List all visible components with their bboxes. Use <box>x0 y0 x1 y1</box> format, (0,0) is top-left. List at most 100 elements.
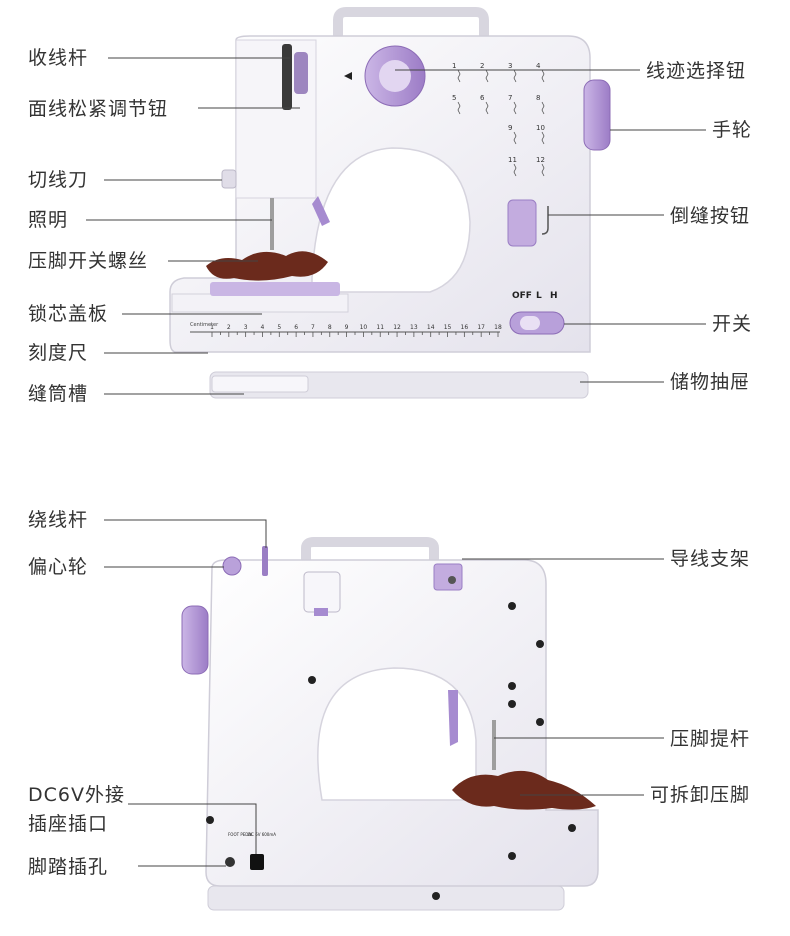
bobbin-winder-spindle[interactable] <box>262 546 268 576</box>
stitch-number: 3 <box>508 62 512 70</box>
label-tension-dial: 面线松紧调节钮 <box>28 98 169 120</box>
ruler-tick-label: 4 <box>261 324 265 331</box>
stitch-pattern-icon <box>457 69 461 83</box>
label-thread-cutter: 切线刀 <box>28 169 89 191</box>
label-bobbin-cover: 锁芯盖板 <box>28 303 109 325</box>
ruler-tick-label: 15 <box>444 324 452 331</box>
back-carry-handle <box>301 537 439 560</box>
carry-handle <box>333 7 489 40</box>
leader-lines <box>86 57 706 867</box>
bobbin-cover-accent <box>210 282 340 296</box>
label-eccentric-wheel: 偏心轮 <box>28 556 89 578</box>
reverse-icon <box>541 206 549 235</box>
stitch-pattern-icon <box>485 101 489 115</box>
ruler-tick-label: 13 <box>410 324 418 331</box>
switch-mark-l: L <box>536 291 542 301</box>
switch-mark-off: OFF <box>512 291 532 301</box>
label-power-switch: 开关 <box>712 313 753 335</box>
ruler-tick-label: 2 <box>227 324 231 331</box>
stitch-number: 4 <box>536 62 541 70</box>
dc-input-jack[interactable] <box>250 854 264 870</box>
free-arm-slot <box>211 375 309 393</box>
stitch-pattern-icon <box>541 163 545 177</box>
label-dc-input-line2: 插座插口 <box>28 813 109 835</box>
ruler-tick-label: 6 <box>294 324 298 331</box>
dial-pointer-icon <box>344 72 352 80</box>
back-needle-bar <box>492 720 496 770</box>
light <box>221 169 237 189</box>
ruler-tick-label: 8 <box>328 324 332 331</box>
ruler-tick-label: 12 <box>393 324 401 331</box>
stitch-pattern-icon <box>457 101 461 115</box>
stitch-number: 9 <box>508 124 512 132</box>
thread-guide <box>433 563 463 591</box>
foot-pedal-jack-label: FOOT PEDAL <box>228 832 254 837</box>
label-free-arm-slot: 缝筒槽 <box>28 383 89 405</box>
thread-spool <box>303 571 341 613</box>
stitch-pattern-icon <box>541 101 545 115</box>
back-screws <box>206 602 576 900</box>
needle-bar <box>270 198 274 250</box>
label-foot-pedal-jack: 脚踏插孔 <box>28 856 109 878</box>
handwheel[interactable] <box>583 79 611 151</box>
ruler-tick-label: 18 <box>494 324 502 331</box>
take-up-lever[interactable] <box>282 44 292 110</box>
stitch-pattern-icon <box>485 69 489 83</box>
stitch-number: 10 <box>536 124 545 132</box>
back-arm-opening <box>317 667 477 801</box>
ruler-tick-label: 3 <box>244 324 248 331</box>
tension-dial[interactable] <box>294 52 308 94</box>
ruler-title: Centimeter <box>190 322 219 328</box>
stitch-number: 11 <box>508 156 517 164</box>
arm-opening <box>311 147 471 293</box>
label-ruler: 刻度尺 <box>28 342 89 364</box>
foot-pedal-jack[interactable] <box>225 857 235 867</box>
stitch-number: 5 <box>452 94 456 102</box>
ruler-tick-label: 14 <box>427 324 435 331</box>
stitch-pattern-icon <box>541 131 545 145</box>
stitch-number: 7 <box>508 94 512 102</box>
stitch-dial-center <box>379 60 411 92</box>
back-view-machine: FOOT PEDAL DC 6V 600mA <box>181 537 599 911</box>
stitch-pattern-icon <box>513 69 517 83</box>
stitch-number: 12 <box>536 156 545 164</box>
ruler-tick-label: 17 <box>477 324 485 331</box>
ruler-tick-label: 10 <box>360 324 368 331</box>
ruler-tick-label: 16 <box>461 324 469 331</box>
power-switch-knob <box>520 316 540 330</box>
label-thread-take-up-lever: 收线杆 <box>28 47 89 69</box>
label-light: 照明 <box>28 209 69 231</box>
label-reverse-button: 倒缝按钮 <box>670 205 751 227</box>
stitch-number: 6 <box>480 94 485 102</box>
ruler-tick-label: 1 <box>210 324 214 331</box>
stitch-number: 2 <box>480 62 484 70</box>
label-presser-foot-screw: 压脚开关螺丝 <box>28 250 149 272</box>
stitch-number: 8 <box>536 94 540 102</box>
ruler-tick-label: 5 <box>277 324 281 331</box>
fabric-top <box>206 251 328 281</box>
dc-jack-label: DC 6V 600mA <box>248 832 276 837</box>
reverse-button[interactable] <box>507 199 537 247</box>
label-presser-lever: 压脚提杆 <box>670 728 751 750</box>
ruler-tick-label: 7 <box>311 324 315 331</box>
stitch-pattern-icon <box>513 163 517 177</box>
thread-guide-screw <box>448 576 456 584</box>
presser-lever-front[interactable] <box>312 196 330 226</box>
presser-lever[interactable] <box>448 690 458 746</box>
label-thread-guide: 导线支架 <box>670 548 751 570</box>
label-removable-foot: 可拆卸压脚 <box>650 784 751 806</box>
label-storage-drawer: 储物抽屉 <box>670 371 751 393</box>
ruler-tick-label: 11 <box>376 324 384 331</box>
stitch-pattern-icon <box>541 69 545 83</box>
label-stitch-selector: 线迹选择钮 <box>646 60 747 82</box>
stitch-number: 1 <box>452 62 456 70</box>
back-handwheel[interactable] <box>181 605 209 675</box>
bobbin-cover-plate[interactable] <box>171 293 349 313</box>
eccentric-wheel[interactable] <box>222 556 242 576</box>
ruler-tick-label: 9 <box>345 324 349 331</box>
switch-mark-h: H <box>550 291 558 301</box>
stitch-pattern-icon <box>513 131 517 145</box>
